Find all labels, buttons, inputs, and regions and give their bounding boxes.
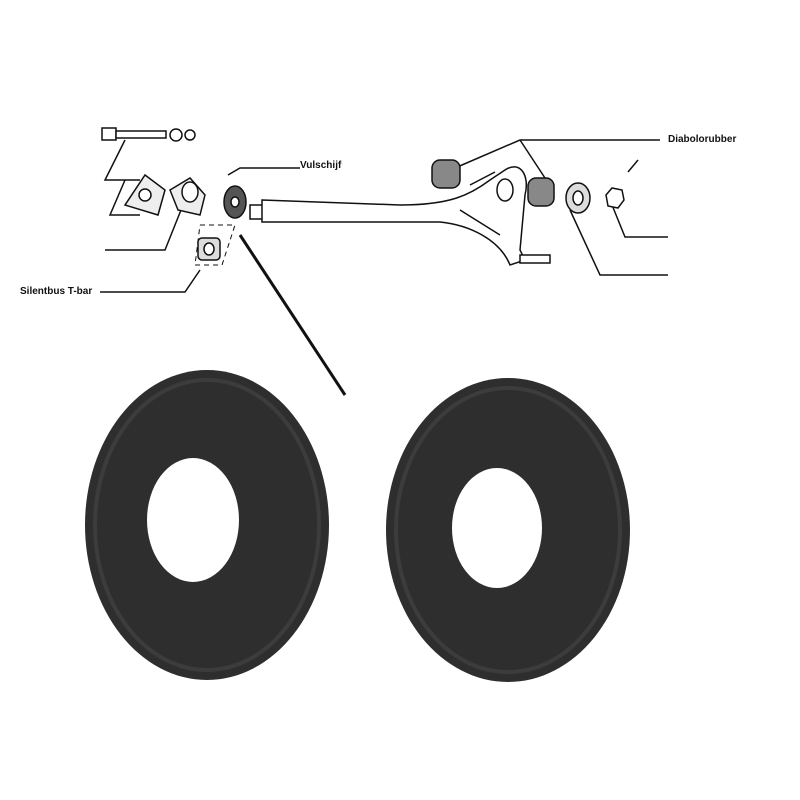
rubber-washer-right — [386, 378, 630, 682]
vulschijf-icon — [223, 185, 247, 219]
diabolorubber-icon — [431, 159, 555, 207]
silentbus-icon — [197, 237, 221, 261]
washer-nut-icon — [565, 159, 639, 214]
label-vulschijf: Vulschijf — [300, 160, 342, 171]
leader-lines — [100, 139, 668, 396]
rubber-washer-left — [85, 370, 329, 680]
label-diabolorubber: Diabolorubber — [668, 134, 737, 145]
flange-icon — [123, 173, 206, 216]
bolt-icon — [101, 127, 196, 142]
label-silentbus: Silentbus T-bar — [20, 286, 93, 297]
t-bar-icon — [249, 166, 551, 266]
